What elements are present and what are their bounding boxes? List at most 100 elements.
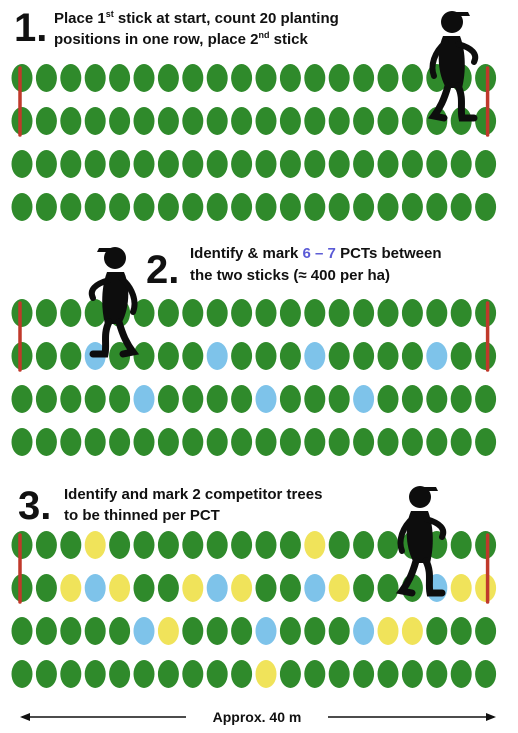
pct-tree — [304, 574, 326, 602]
tree — [231, 193, 253, 221]
tree — [426, 299, 448, 327]
tree — [157, 574, 179, 602]
tree — [377, 64, 399, 92]
tree — [475, 342, 497, 370]
tree — [475, 617, 497, 645]
tree — [35, 531, 57, 559]
tree — [60, 193, 82, 221]
pct-count-highlight: 6 – 7 — [302, 245, 336, 262]
tree — [328, 64, 350, 92]
tree — [353, 428, 375, 456]
tree — [475, 660, 497, 688]
tree — [206, 531, 228, 559]
competitor-tree — [255, 660, 277, 688]
tree — [279, 342, 301, 370]
tree — [60, 150, 82, 178]
pct-tree — [353, 385, 375, 413]
tree — [231, 660, 253, 688]
tree — [206, 617, 228, 645]
tree — [328, 299, 350, 327]
tree — [182, 660, 204, 688]
tree — [182, 150, 204, 178]
tree — [182, 193, 204, 221]
tree — [60, 64, 82, 92]
tree — [109, 193, 131, 221]
tree — [133, 150, 155, 178]
tree — [182, 385, 204, 413]
tree — [231, 342, 253, 370]
competitor-tree — [328, 574, 350, 602]
competitor-tree — [84, 531, 106, 559]
tree — [231, 617, 253, 645]
tree — [182, 428, 204, 456]
tree — [157, 107, 179, 135]
distance-label: Approx. 40 m — [213, 709, 302, 725]
tree — [255, 64, 277, 92]
step-2-line-2: the two sticks (≈ 400 per ha) — [190, 267, 390, 284]
tree — [279, 299, 301, 327]
tree — [255, 299, 277, 327]
tree — [426, 193, 448, 221]
competitor-tree — [231, 574, 253, 602]
tree — [231, 64, 253, 92]
tree — [279, 660, 301, 688]
tree — [133, 574, 155, 602]
tree — [11, 193, 33, 221]
tree — [328, 617, 350, 645]
tree — [109, 385, 131, 413]
tree — [133, 107, 155, 135]
pct-tree — [133, 385, 155, 413]
walker-step-1 — [427, 11, 479, 122]
tree — [328, 150, 350, 178]
pct-tree — [304, 342, 326, 370]
tree — [279, 531, 301, 559]
tree — [109, 107, 131, 135]
tree — [450, 617, 472, 645]
tree — [426, 660, 448, 688]
tree — [328, 531, 350, 559]
tree — [84, 428, 106, 456]
tree — [231, 107, 253, 135]
tree — [35, 64, 57, 92]
tree — [353, 531, 375, 559]
tree — [255, 531, 277, 559]
tree — [84, 617, 106, 645]
arrow-left-head — [20, 713, 30, 721]
tree — [182, 64, 204, 92]
competitor-tree — [401, 617, 423, 645]
competitor-tree — [304, 531, 326, 559]
tree — [475, 428, 497, 456]
tree — [475, 299, 497, 327]
tree — [475, 531, 497, 559]
competitor-tree — [157, 617, 179, 645]
tree — [206, 299, 228, 327]
tree — [109, 150, 131, 178]
arrow-right-head — [486, 713, 496, 721]
pct-tree — [206, 574, 228, 602]
tree — [35, 150, 57, 178]
step-1-line-1: Place 1st stick at start, count 20 plant… — [54, 9, 339, 27]
pct-tree — [255, 617, 277, 645]
tree — [11, 342, 33, 370]
tree — [304, 64, 326, 92]
tree — [450, 428, 472, 456]
tree — [11, 531, 33, 559]
tree — [60, 660, 82, 688]
tree — [206, 150, 228, 178]
tree — [133, 531, 155, 559]
tree — [60, 617, 82, 645]
tree — [426, 617, 448, 645]
tree — [279, 107, 301, 135]
tree — [133, 660, 155, 688]
tree — [206, 385, 228, 413]
tree — [377, 193, 399, 221]
tree — [304, 150, 326, 178]
pct-tree — [206, 342, 228, 370]
tree — [328, 428, 350, 456]
tree — [206, 660, 228, 688]
competitor-tree — [475, 574, 497, 602]
tree — [157, 64, 179, 92]
tree — [377, 342, 399, 370]
tree — [304, 617, 326, 645]
tree — [157, 193, 179, 221]
